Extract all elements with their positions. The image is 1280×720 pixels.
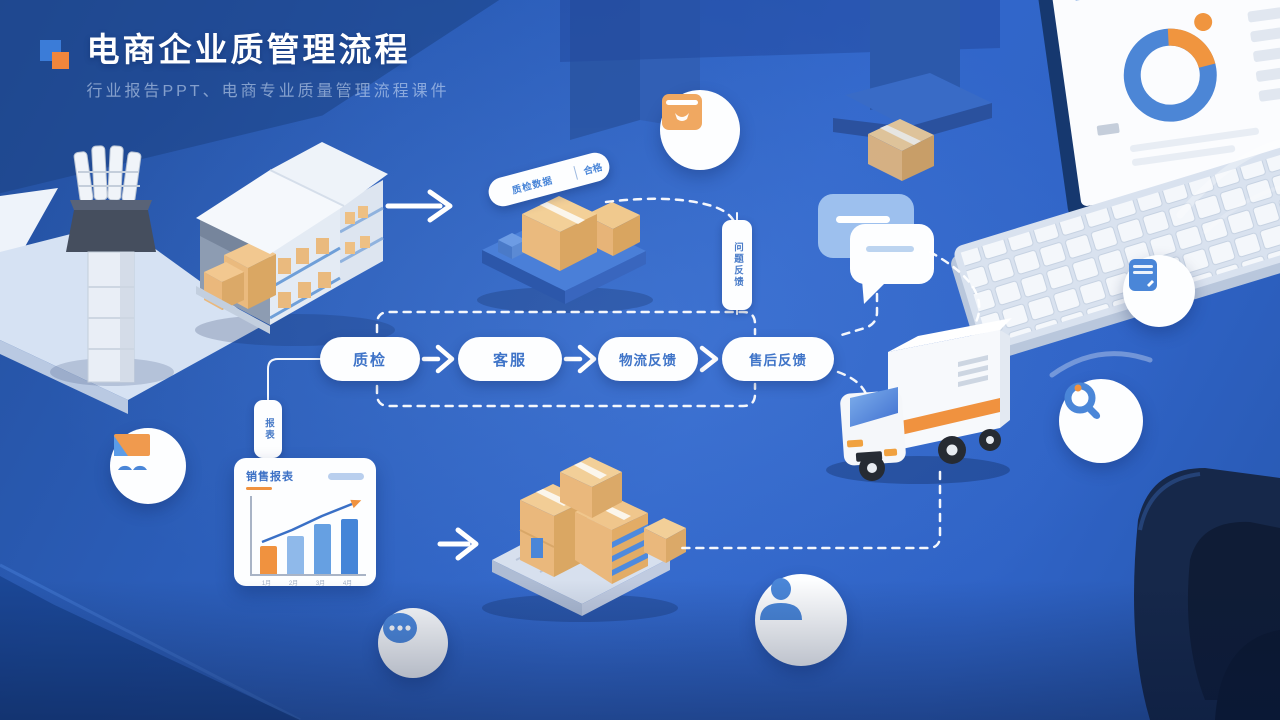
trend-line-chart [261,499,362,544]
keyboard [951,137,1280,363]
mini-bar [260,546,277,574]
mini-bar-chart [250,496,366,576]
pedestal-box [868,119,934,181]
mini-bar-chart-bars [252,496,366,574]
flow-node-quality-check: 质检 [320,337,420,381]
warehouse-boxes [204,242,276,310]
mini-chart-tick: 3月 [312,578,329,587]
shelf-structures [560,0,1000,181]
robot-arm [66,145,156,383]
trend-arrow-icon [350,499,362,509]
trend-line [261,502,353,544]
user-icon [755,574,847,666]
mini-chart-tick: 2月 [285,578,302,587]
flow-arrows [421,344,719,374]
ellipsis-icon [378,608,448,678]
chart-card-underline [246,487,272,490]
box-small [644,518,686,563]
mini-chart-ticks: 1月 2月 3月 4月 [250,578,364,587]
flow-node-aftersales-feedback: 售后反馈 [722,337,834,381]
mini-bar [287,536,304,574]
connector-label-report: 报表 [254,400,282,458]
flow-node-logistics-feedback: 物流反馈 [598,337,698,381]
chart-card-pill [328,472,364,480]
screen-text-lines [1130,0,1280,166]
swoosh-line [1049,351,1153,378]
mini-bar [341,519,358,574]
arrow-chart-to-pallet [437,527,479,561]
table-edge-highlight [0,563,301,720]
presentation-icon [110,428,186,504]
swoosh-line [1203,185,1280,234]
box-top [560,457,622,518]
solid-connectors [267,212,738,457]
arrow-warehouse-to-platform [385,189,453,223]
notepad-icon [1123,255,1195,327]
mini-bar [314,524,331,574]
delivery-truck [826,318,1012,484]
package-icon [660,90,740,170]
logo-icon [40,40,74,74]
chat-bubbles-icon [818,194,934,304]
mini-chart-tick: 4月 [339,578,356,587]
pallet-boxes [482,457,686,622]
search-icon [1059,379,1143,463]
donut-chart [1123,13,1217,122]
page-title: 电商企业质管理流程 [86,31,411,68]
inspection-platform [477,196,653,373]
background-vignette [0,580,1280,720]
connector-label-problem-feedback: 问题反馈 [722,220,752,310]
dashed-flow-loop [375,197,981,550]
office-chair [1134,468,1280,720]
slide-header: 电商企业质管理流程 行业报告PPT、电商专业质量管理流程课件 [40,31,450,101]
sales-chart-card: 销售报表 1月 2月 3月 4月 [234,458,376,587]
page-subtitle: 行业报告PPT、电商专业质量管理流程课件 [86,83,450,101]
mini-chart-tick: 1月 [258,578,275,587]
tag-label-right: 合格 [573,156,611,180]
flow-node-customer-service: 客服 [458,337,562,381]
swoosh-line [1176,139,1280,219]
chart-card-title: 销售报表 [246,471,294,483]
warehouse [195,142,395,346]
box-right [575,495,648,584]
